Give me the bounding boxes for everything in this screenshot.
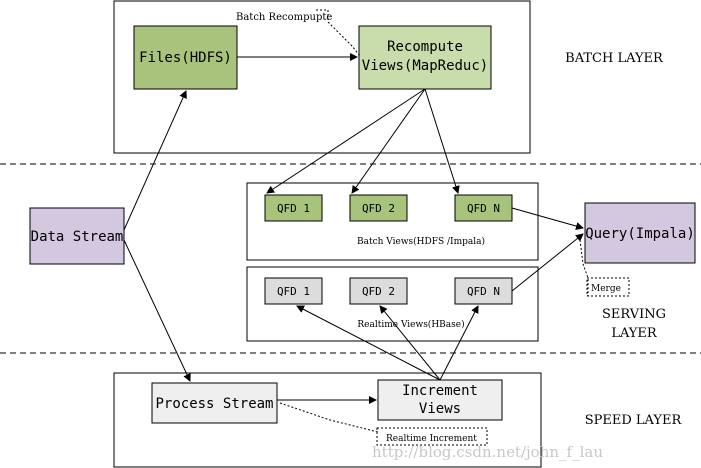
- merge-leader: [579, 239, 589, 296]
- batch-qfd-1-label: QFD 1: [277, 202, 310, 215]
- realtime-qfd-2-label: QFD 2: [362, 285, 395, 298]
- batch-layer-label: BATCH LAYER: [565, 51, 664, 66]
- batch-views-frame: [246, 182, 539, 261]
- batch-views-caption: Batch Views(HDFS /Impala): [357, 236, 485, 247]
- recompute-views-label-line1: Recompute: [387, 39, 463, 55]
- serving-layer-label-line2: LAYER: [611, 326, 658, 341]
- arrow-increment-to-realtime-qfdn: [439, 305, 479, 381]
- process-stream-label: Process Stream: [155, 396, 273, 412]
- increment-views-label-line2: Views: [419, 401, 461, 417]
- realtime-qfd-2-box: [349, 277, 408, 305]
- realtime-qfd-1-label: QFD 1: [277, 285, 310, 298]
- arrow-recompute-to-batch-qfdn: [424, 88, 460, 194]
- arrow-increment-to-realtime-qfd2: [379, 305, 441, 381]
- data-stream-label: Data Stream: [31, 229, 124, 245]
- realtime-qfd-n-box: [454, 277, 513, 305]
- arrow-increment-to-realtime-qfd1: [296, 305, 441, 381]
- merge-annotation: Merge: [591, 284, 621, 294]
- batch-qfd-1-box: [264, 194, 323, 222]
- arrow-datastream-to-files: [123, 90, 187, 231]
- watermark-url: http://blog.csdn.net/john_f_lau: [372, 443, 603, 461]
- arrow-datastream-to-processstream: [123, 239, 191, 382]
- batch-qfd-2-box: [349, 194, 408, 222]
- recompute-views-label-line2: Views(MapReduc): [362, 58, 488, 74]
- batch-recompute-leader: [316, 9, 361, 57]
- realtime-views-frame: [246, 266, 539, 342]
- query-impala-box: [584, 202, 696, 264]
- files-hdfs-label: Files(HDFS): [139, 50, 232, 66]
- realtime-increment-annotation: Realtime Increment: [386, 434, 477, 444]
- query-impala-label: Query(Impala): [585, 226, 695, 242]
- realtime-views-caption: Realtime Views(HBase): [357, 319, 464, 330]
- speed-layer-frame: [113, 372, 542, 468]
- data-stream-box: [29, 207, 125, 265]
- batch-recompute-annotation: Batch Recompupte: [236, 12, 332, 23]
- arrow-recompute-to-batch-qfd2: [351, 88, 426, 194]
- recompute-views-box: [358, 25, 492, 90]
- realtime-increment-box: [376, 427, 488, 446]
- process-stream-box: [151, 382, 278, 424]
- speed-layer-label: SPEED LAYER: [585, 413, 683, 428]
- merge-annotation-box: [586, 277, 630, 297]
- batch-layer-frame: [113, 0, 531, 154]
- batch-qfd-n-label: QFD N: [467, 202, 500, 215]
- arrow-batch-qfdn-to-query: [511, 207, 584, 230]
- serving-layer-label-line1: SERVING: [602, 307, 666, 322]
- batch-qfd-n-box: [454, 194, 513, 222]
- connector-arrows: [123, 53, 584, 404]
- arrow-recompute-to-batch-qfd1: [266, 88, 426, 194]
- arrow-realtime-qfdn-to-query: [511, 233, 584, 292]
- realtime-increment-leader: [279, 402, 379, 433]
- realtime-qfd-n-label: QFD N: [467, 285, 500, 298]
- realtime-qfd-1-box: [264, 277, 323, 305]
- batch-qfd-2-label: QFD 2: [362, 202, 395, 215]
- increment-views-label-line1: Increment: [402, 383, 478, 399]
